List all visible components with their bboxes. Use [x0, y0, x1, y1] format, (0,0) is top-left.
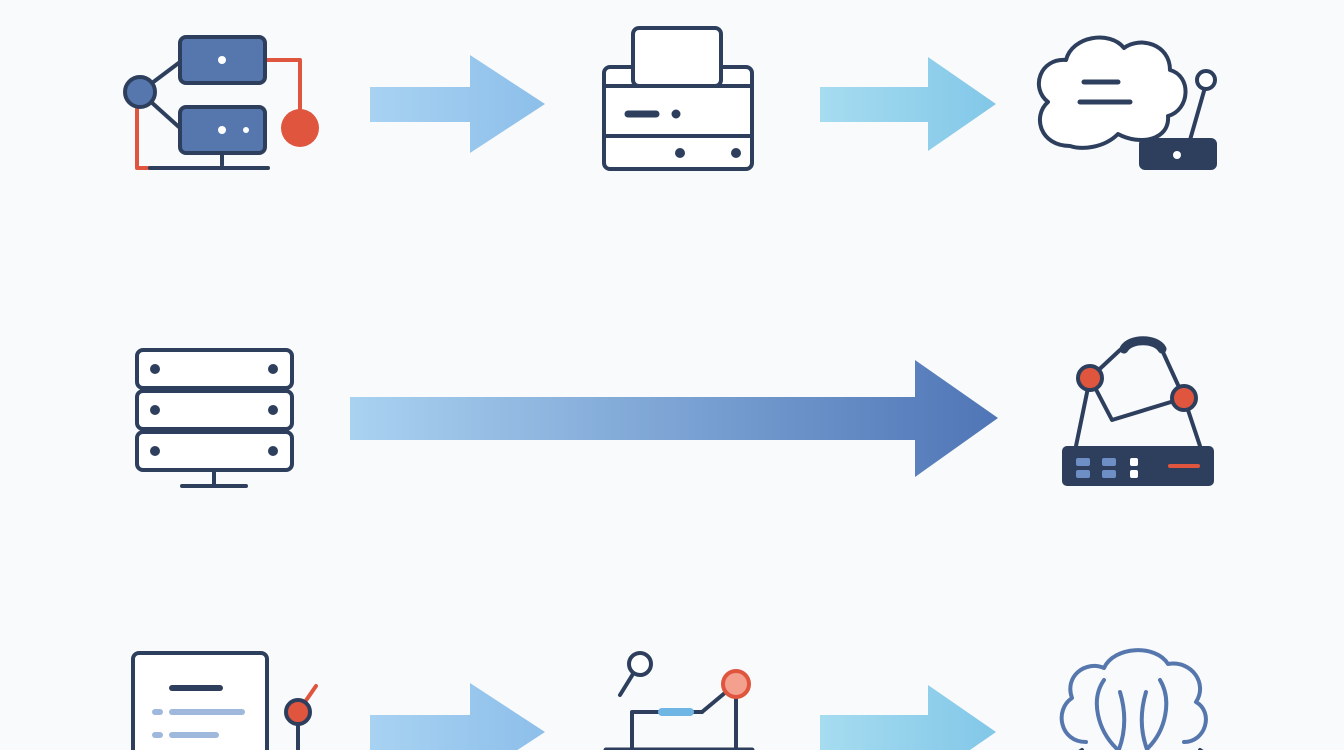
right-arrow	[820, 685, 996, 750]
long-right-arrow	[350, 360, 998, 477]
network-switch-icon	[1062, 336, 1214, 486]
document-icon	[131, 651, 318, 750]
right-arrow	[370, 55, 545, 153]
right-arrow	[370, 683, 545, 750]
network-topology-icon	[123, 35, 319, 170]
server-rack-icon	[135, 348, 294, 488]
robot-arm-icon	[603, 651, 755, 750]
cloud-icon	[1059, 648, 1208, 750]
cloud-router-icon	[1036, 35, 1217, 170]
printer-device-icon	[602, 26, 754, 171]
right-arrow	[820, 57, 996, 151]
